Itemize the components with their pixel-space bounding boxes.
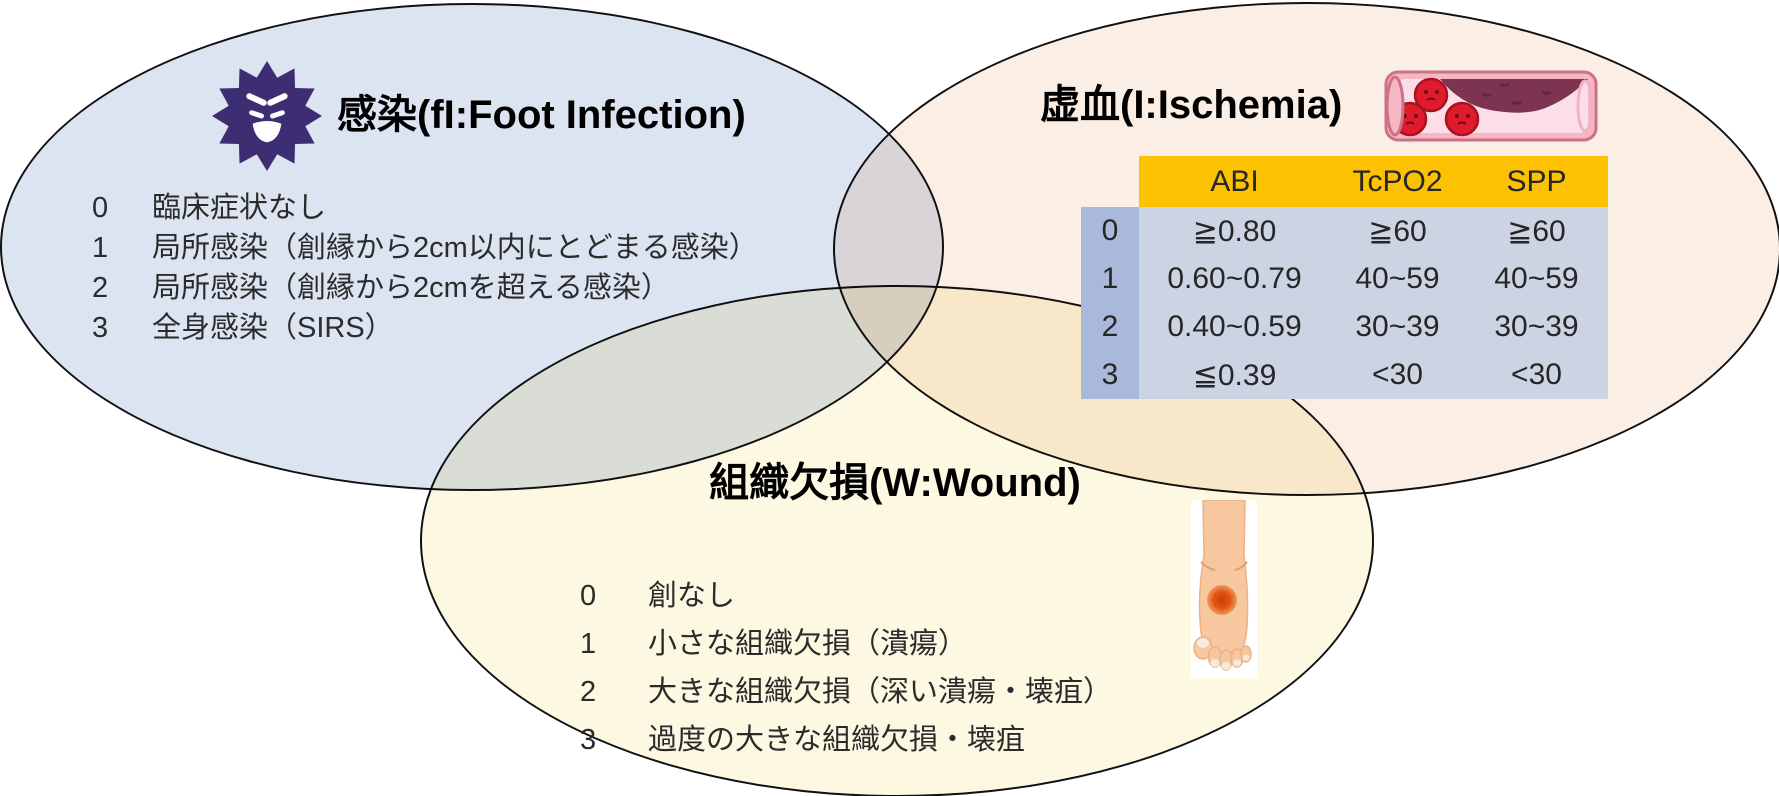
ischemia-table-row: 3 ≦0.39 <30 <30 xyxy=(1081,351,1608,399)
ischemia-table-row: 2 0.40~0.59 30~39 30~39 xyxy=(1081,303,1608,351)
col-header-spp: SPP xyxy=(1465,156,1608,207)
virus-icon xyxy=(212,55,322,177)
ischemia-table-row: 1 0.60~0.79 40~59 40~59 xyxy=(1081,255,1608,303)
blood-vessel-icon xyxy=(1382,64,1600,148)
ischemia-table-row: 0 ≧0.80 ≧60 ≧60 xyxy=(1081,207,1608,255)
ischemia-title: 虚血(I:Ischemia) xyxy=(1040,83,1343,127)
infection-title: 感染(fI:Foot Infection) xyxy=(337,93,746,137)
wound-title: 組織欠損(W:Wound) xyxy=(709,461,1081,505)
foot-wound-icon xyxy=(1191,499,1257,678)
col-header-abi: ABI xyxy=(1139,156,1330,207)
table-corner-cell xyxy=(1081,156,1139,207)
ischemia-table-header-row: ABI TcPO2 SPP xyxy=(1081,156,1608,207)
ischemia-table: ABI TcPO2 SPP 0 ≧0.80 ≧60 ≧60 1 0.60~0.7… xyxy=(1081,156,1608,399)
col-header-tcpo2: TcPO2 xyxy=(1330,156,1465,207)
